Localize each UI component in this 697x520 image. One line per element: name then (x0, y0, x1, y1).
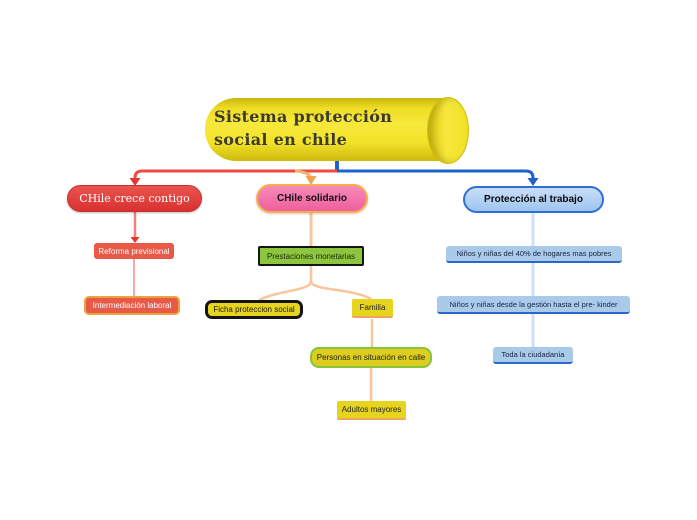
child-label: Toda la ciudadanía (501, 350, 565, 359)
branch-label: CHile crece contigo (79, 192, 190, 205)
child-node-intermediacion-laboral[interactable]: Intermediación laboral (84, 296, 180, 315)
child-node-ninos-gestion-pre-kinder[interactable]: Niños y niñas desde la gestión hasta el … (437, 296, 630, 314)
child-node-reforma-previsional[interactable]: Reforma previsional (94, 243, 174, 259)
child-node-toda-la-ciudadania[interactable]: Toda la ciudadanía (493, 347, 573, 364)
root-node-label: Sistema protección social en chile (214, 107, 393, 149)
child-label: Familia (359, 303, 386, 312)
branch-node-chile-solidario[interactable]: CHile solidario (256, 184, 368, 213)
root-node-cylinder-cap (427, 97, 469, 164)
child-label: Niños y niñas del 40% de hogares mas pob… (456, 249, 612, 258)
root-node-cylinder[interactable] (205, 98, 449, 161)
child-label: Reforma previsional (98, 246, 170, 256)
child-label: Prestaciones monetarias (266, 251, 356, 261)
branch-label: Protección al trabajo (484, 194, 583, 205)
child-label: Adultos mayores (341, 405, 402, 414)
branch-node-proteccion-al-trabajo[interactable]: Protección al trabajo (463, 186, 604, 213)
branch-node-chile-crece-contigo[interactable]: CHile crece contigo (67, 185, 202, 212)
branch-label: CHile solidario (276, 193, 347, 204)
child-node-familia[interactable]: Familia (352, 299, 393, 318)
child-node-ninos-40-hogares-pobres[interactable]: Niños y niñas del 40% de hogares mas pob… (446, 246, 622, 263)
child-node-adultos-mayores[interactable]: Adultos mayores (337, 401, 406, 420)
child-node-personas-en-situacion-en-calle[interactable]: Personas en situación en calle (310, 347, 432, 368)
child-label: Ficha proteccion social (213, 305, 295, 314)
child-node-prestaciones-monetarias[interactable]: Prestaciones monetarias (258, 246, 364, 266)
child-label: Intermediación laboral (92, 301, 172, 310)
child-node-ficha-proteccion-social[interactable]: Ficha proteccion social (205, 300, 303, 319)
child-label: Niños y niñas desde la gestión hasta el … (449, 299, 618, 309)
child-label: Personas en situación en calle (316, 353, 426, 362)
